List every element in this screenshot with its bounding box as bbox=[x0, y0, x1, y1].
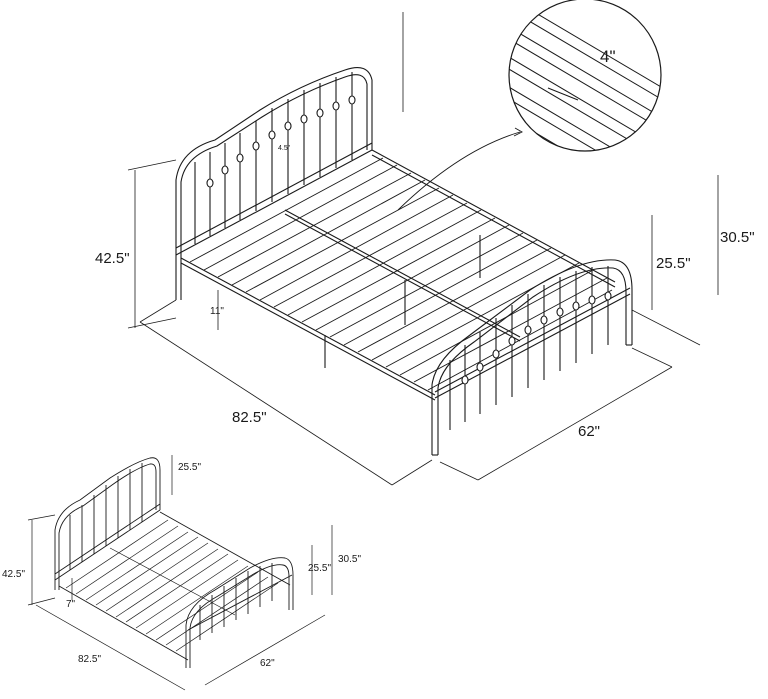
small-footboard bbox=[185, 557, 294, 668]
headboard-height-label: 42.5" bbox=[95, 250, 130, 267]
small-clearance-label: 7" bbox=[66, 599, 76, 610]
footboard-total-label: 30.5" bbox=[720, 229, 755, 246]
small-headboard-above-label: 25.5" bbox=[178, 462, 201, 473]
width-label: 62" bbox=[578, 423, 600, 440]
footboard bbox=[431, 259, 633, 456]
headboard bbox=[175, 67, 373, 300]
footboard-spindles bbox=[449, 266, 609, 430]
small-rails bbox=[58, 511, 291, 661]
headboard-spindles bbox=[194, 72, 353, 244]
center-support bbox=[284, 209, 521, 368]
small-width-label: 62" bbox=[260, 658, 275, 669]
small-dimension-lines bbox=[27, 455, 333, 691]
small-headboard-height-label: 42.5" bbox=[2, 569, 25, 580]
main-dimension-lines bbox=[127, 12, 719, 486]
small-footboard-height-label: 25.5" bbox=[308, 563, 331, 574]
slats bbox=[189, 157, 613, 391]
clearance-label: 11" bbox=[210, 306, 224, 317]
small-bed-drawing bbox=[54, 457, 294, 668]
footboard-beads bbox=[461, 291, 612, 385]
main-bed-drawing bbox=[175, 67, 633, 456]
slat-detail-callout bbox=[397, 0, 662, 211]
small-headboard bbox=[54, 457, 161, 590]
slat-spacing-label: 4" bbox=[600, 47, 616, 66]
small-slats bbox=[65, 519, 279, 652]
footboard-height-label: 25.5" bbox=[656, 255, 691, 272]
small-footboard-total-label: 30.5" bbox=[338, 554, 361, 565]
length-label: 82.5" bbox=[232, 409, 267, 426]
slat-gap-small-label: 4.5" bbox=[278, 145, 291, 152]
small-length-label: 82.5" bbox=[78, 654, 101, 665]
headboard-beads bbox=[206, 95, 356, 188]
